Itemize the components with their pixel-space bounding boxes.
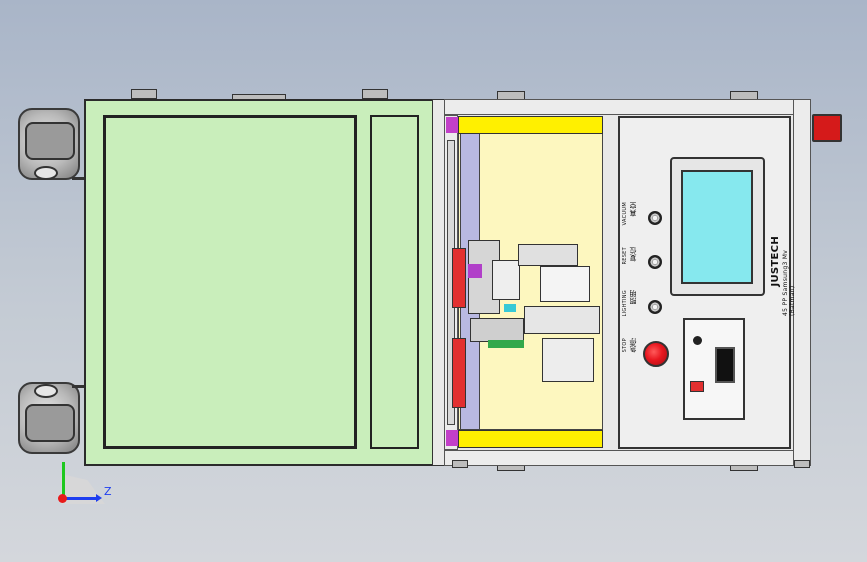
caster-bottom-wheel [25, 404, 75, 442]
triad-z-arrow-icon [96, 494, 102, 502]
reset-label-cn: 复位 [629, 247, 637, 262]
reset-label: 复位 RESET [622, 247, 642, 277]
stop-button[interactable] [643, 341, 669, 367]
triad-origin [58, 494, 67, 503]
stop-label-en: STOP [622, 338, 628, 353]
lighting-label: 照明 LIGHTING [622, 290, 642, 328]
fixture-block-3 [518, 244, 578, 266]
frame-foot-left [452, 460, 468, 468]
model-label: 45 PP Samsung3 Mv (Batman) [782, 249, 796, 316]
frame-rail-bottom [444, 450, 811, 466]
caster-bottom-hub [34, 384, 58, 398]
fixture-block-5 [470, 318, 524, 342]
frame-foot-right [794, 460, 810, 468]
brand-label-wrap: JUSTECH 45 PP Samsung3 Mv (Batman) [770, 236, 796, 316]
triad-y-axis [62, 462, 65, 500]
fixture-green [488, 340, 524, 348]
magenta-marker-top [446, 117, 458, 133]
lighting-label-en: LIGHTING [622, 290, 628, 317]
lid-clip-1 [131, 89, 157, 99]
brand-label: JUSTECH [770, 236, 781, 287]
magenta-marker-bottom [446, 430, 458, 446]
aux-panel [683, 318, 745, 420]
triad-z-label: Z [104, 485, 112, 498]
lighting-button[interactable] [648, 300, 662, 314]
lid-clip-3 [362, 89, 388, 99]
red-cap-icon [812, 114, 842, 142]
frame-rail-top [444, 99, 811, 115]
vacuum-label-cn: 真空 [629, 202, 637, 217]
yellow-bar-bottom [458, 430, 603, 448]
fixture-block-4 [540, 266, 590, 302]
caster-top-hub [34, 166, 58, 180]
triad-z-axis [62, 497, 98, 500]
reset-label-en: RESET [622, 247, 628, 265]
fixture-block-7 [542, 338, 594, 382]
reset-button[interactable] [648, 255, 662, 269]
lighting-label-cn: 照明 [629, 290, 637, 305]
aux-switch[interactable] [690, 381, 704, 392]
fixture-purple [468, 264, 482, 278]
lid-inner-window [103, 115, 357, 449]
caster-top-wheel [25, 122, 75, 160]
vacuum-label-en: VACUUM [622, 202, 628, 226]
fixture-cyan [504, 304, 516, 312]
aux-counter [715, 347, 735, 383]
vacuum-button[interactable] [648, 211, 662, 225]
yellow-bar-top [458, 116, 603, 134]
stop-label-cn: 急停 [629, 338, 637, 353]
stop-label: 急停 STOP [622, 338, 642, 370]
fixture-red-upper [452, 248, 466, 308]
fixture-block-2 [492, 260, 520, 300]
hmi-screen[interactable] [681, 170, 753, 284]
lid-handle-slot [370, 115, 419, 449]
aux-indicator [693, 336, 702, 345]
fixture-block-6 [524, 306, 600, 334]
fixture-red-lower [452, 338, 466, 408]
vacuum-label: 真空 VACUUM [622, 202, 642, 238]
